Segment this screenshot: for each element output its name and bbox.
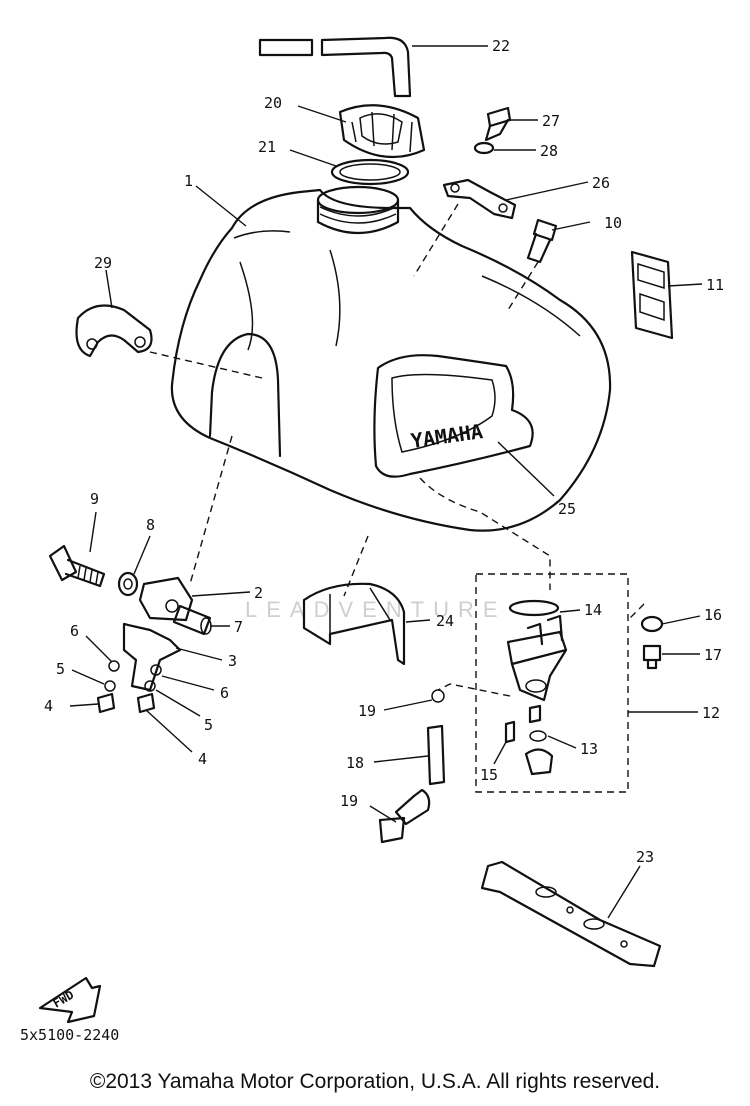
tank-logo-text: YAMAHA [409,419,484,453]
part-13-15-seals [504,704,554,776]
part-29-rear-bracket [75,304,153,358]
callout-3: 3 [228,652,237,670]
callout-17: 17 [704,646,722,664]
watermark: LEADVENTURE [245,597,507,622]
part-28-washer [473,141,495,155]
callout-11: 11 [706,276,724,294]
part-12-assembly-box [475,573,629,793]
callout-5a: 5 [56,660,65,678]
drawing-code: 5x5100-2240 [20,1026,119,1044]
callout-20: 20 [264,94,282,112]
part-18-fuel-hose [426,724,446,786]
part-12-fuel-cock [506,614,568,702]
part-11-damper [630,250,674,340]
part-17-screw [642,644,662,670]
part-22-breather-hose [258,36,412,98]
callout-21: 21 [258,138,276,156]
part-26-bracket [442,178,517,220]
callout-14: 14 [584,601,602,619]
callout-4b: 4 [198,750,207,768]
part-9-bolt [48,544,106,588]
part-27-bolt [484,106,512,142]
callout-23: 23 [636,848,654,866]
callout-19b: 19 [340,792,358,810]
callout-4a: 4 [44,697,53,715]
callout-5b: 5 [204,716,213,734]
fwd-label: FWD [51,988,77,1011]
callout-28: 28 [540,142,558,160]
callout-2: 2 [254,584,263,602]
fasteners-left [96,660,162,714]
part-20-fuel-cap [338,104,426,159]
callout-numbers: 22 20 21 27 28 26 1 10 11 29 25 9 8 2 7 … [44,37,724,866]
callout-6a: 6 [70,622,79,640]
part-14-oring [508,599,560,617]
callout-24: 24 [436,612,454,630]
leader-lines [69,45,703,919]
part-23-strap [480,860,662,968]
callout-16: 16 [704,606,722,624]
callout-15: 15 [480,766,498,784]
callout-7: 7 [234,618,243,636]
callout-13: 13 [580,740,598,758]
callout-29: 29 [94,254,112,272]
part-24-cover [302,582,406,666]
callout-12: 12 [702,704,720,722]
assembly-lines [149,203,645,697]
callout-10: 10 [604,214,622,232]
part-19-clips [378,689,445,844]
callout-25: 25 [558,500,576,518]
callout-27: 27 [542,112,560,130]
copyright-notice: ©2013 Yamaha Motor Corporation, U.S.A. A… [89,1070,661,1093]
callout-19a: 19 [358,702,376,720]
callout-22: 22 [492,37,510,55]
part-16-washer [640,615,664,633]
part-10-bolt [526,218,558,264]
callout-8: 8 [146,516,155,534]
part-8-collar [117,571,139,597]
part-2-damper [138,576,194,622]
callout-18: 18 [346,754,364,772]
part-3-stay [122,622,182,692]
callout-9: 9 [90,490,99,508]
part-21-cap-gasket [330,158,410,186]
fwd-arrow: FWD [38,976,102,1024]
callout-1: 1 [184,172,193,190]
callout-6b: 6 [220,684,229,702]
callout-26: 26 [592,174,610,192]
